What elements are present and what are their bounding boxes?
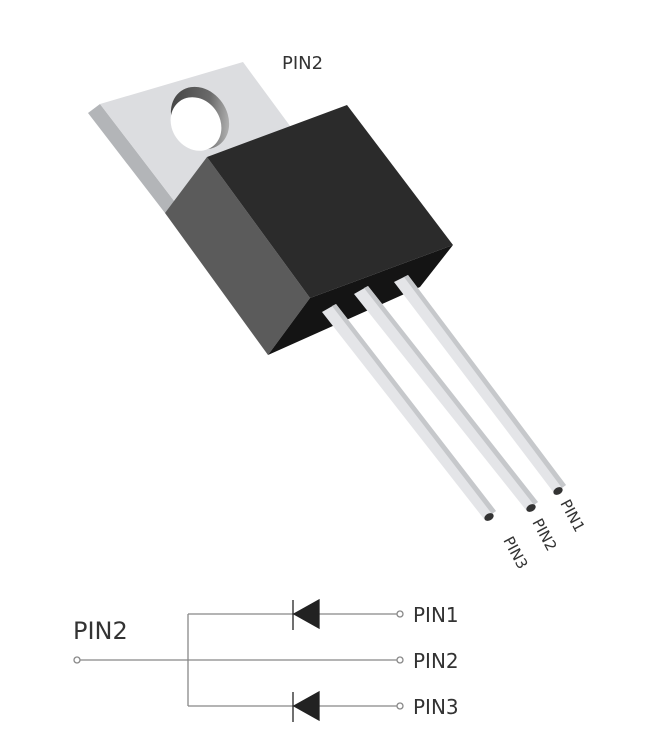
package-illustration: PIN2 PIN1 PIN2 PIN3: [88, 53, 588, 572]
tab-side: [88, 104, 178, 213]
pin3-label: PIN3: [499, 533, 531, 572]
pin-3: [322, 304, 496, 521]
tab-pin-label: PIN2: [282, 53, 323, 74]
terminal-pin2: [396, 656, 404, 664]
body-side-face: [165, 157, 310, 355]
common-terminal: [73, 656, 81, 664]
schematic-pin3-label: PIN3: [413, 695, 459, 719]
terminal-pin3: [396, 702, 404, 710]
pin2-label: PIN2: [528, 515, 560, 554]
common-pin-label: PIN2: [73, 617, 128, 645]
diode-1: [292, 598, 320, 630]
body-front-face: [207, 105, 453, 298]
schematic: PIN2 PIN1 PIN2 PIN3: [73, 598, 459, 722]
schematic-pin1-label: PIN1: [413, 603, 459, 627]
pin1-label: PIN1: [556, 496, 588, 535]
terminal-pin1: [396, 610, 404, 618]
diode-3: [292, 690, 320, 722]
pin-2: [354, 286, 538, 512]
mounting-hole: [170, 86, 230, 151]
schematic-pin2-label: PIN2: [413, 649, 459, 673]
pin-1: [394, 275, 566, 495]
